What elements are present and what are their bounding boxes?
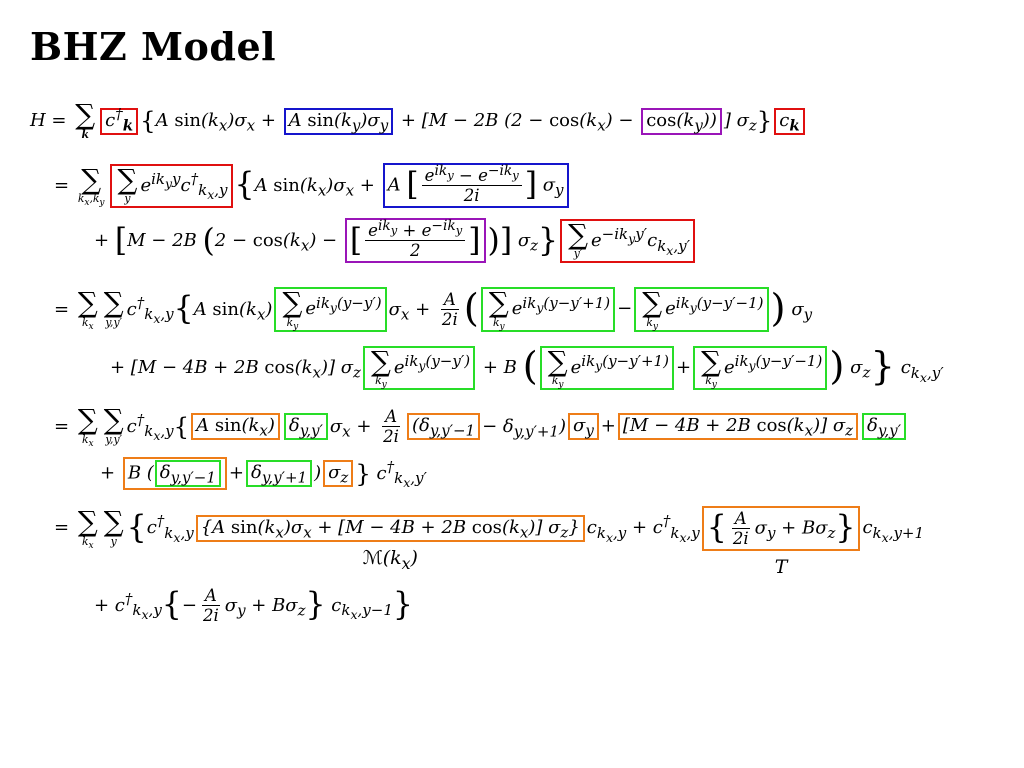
label-M-kx: ℳ(kx) — [362, 546, 418, 573]
hamiltonian-lhs-sum-k: H = ∑k — [30, 98, 96, 141]
onsite-matrix-box: {A sin(kx)σx + [M − 4B + 2B cos(kx)] σz}… — [195, 515, 585, 571]
eq-line-7: + B (δy,y′−1+δy,y′+1)σz} c†kx,y′ — [100, 456, 1015, 491]
sin-ky-term-box: A sin(ky)σy — [283, 107, 394, 135]
slide-title: BHZ Model — [30, 24, 277, 69]
plus-sign-3: + — [100, 462, 121, 484]
minus-sign: − — [617, 298, 633, 320]
label-T: T — [774, 555, 788, 578]
cos-ky-box: cos(ky)) — [641, 107, 722, 135]
close-sigma-y: ) σy — [770, 286, 813, 332]
mass-term-close: ] σz} — [723, 106, 773, 136]
A-sin-kx-box: A sin(kx) — [191, 413, 280, 440]
sum-kx-yyprime-2: = ∑kx∑y,y′c†kx,y{ — [54, 403, 190, 450]
delta-plus-box: δy,y′+1 — [245, 460, 313, 487]
delta-yy-box-1: δy,y′ — [283, 413, 328, 440]
minus-delta-plus: − δy,y′+1) — [482, 415, 567, 441]
sigma-z-box: σz — [323, 460, 354, 487]
plus-sign-2: + — [600, 415, 616, 437]
fourier-annihilation-box: ∑y′e−ikyy′ckx,y′ — [560, 218, 695, 264]
annihilation-plus-creation: ckx,y + c†kx,y — [586, 512, 700, 545]
delta-minus-box: (δy,y′−1 — [406, 413, 481, 440]
mass-sigma-z-box: [M − 4B + 2B cos(kx)] σz — [617, 413, 859, 440]
mass-term-close-2: )] σz} — [487, 222, 559, 259]
close-paren: ) — [314, 462, 322, 484]
sigma-y-box: σy — [568, 413, 599, 440]
plus-B-open: + B ( — [477, 344, 538, 390]
mass-term-open: + [M − 2B (2 − cos(kx) − — [395, 110, 640, 135]
sum-kx-y: = ∑kx∑y{c†kx,y — [54, 505, 194, 551]
sum-kx-ky: = ∑kx,ky — [54, 162, 105, 209]
annihilation-op-k-box: ck — [774, 107, 805, 135]
sum-kx-yyprime: = ∑kx∑y,y′c†kx,y{A sin(kx) — [54, 286, 273, 333]
plus-sign: + — [675, 356, 692, 378]
plus-sign-4: + — [228, 462, 244, 484]
eq-line-8: = ∑kx∑y{c†kx,y{A sin(kx)σx + [M − 4B + 2… — [54, 505, 1015, 578]
close-sigma-z-annihilation: ) σz} ckx,y′ — [829, 344, 944, 390]
close-brace-creation: } c†kx,y′ — [355, 457, 427, 491]
mass-term-3: + [M − 4B + 2B cos(kx)] σz — [110, 356, 361, 382]
annihilation-y-plus-1: ckx,y+1 — [862, 517, 925, 545]
B-delta-box: B (δy,y′−1 — [122, 457, 227, 490]
sin-kx-term-2: {A sin(kx)σx + — [234, 167, 381, 204]
sin-kx-term: {A sin(kx)σx + — [140, 106, 282, 136]
mass-term-open-2: + [M − 2B (2 − cos(kx) − — [94, 222, 343, 259]
creation-op-k-box: c†k — [100, 106, 139, 135]
delta-yy-box-2: δy,y′ — [862, 413, 907, 440]
